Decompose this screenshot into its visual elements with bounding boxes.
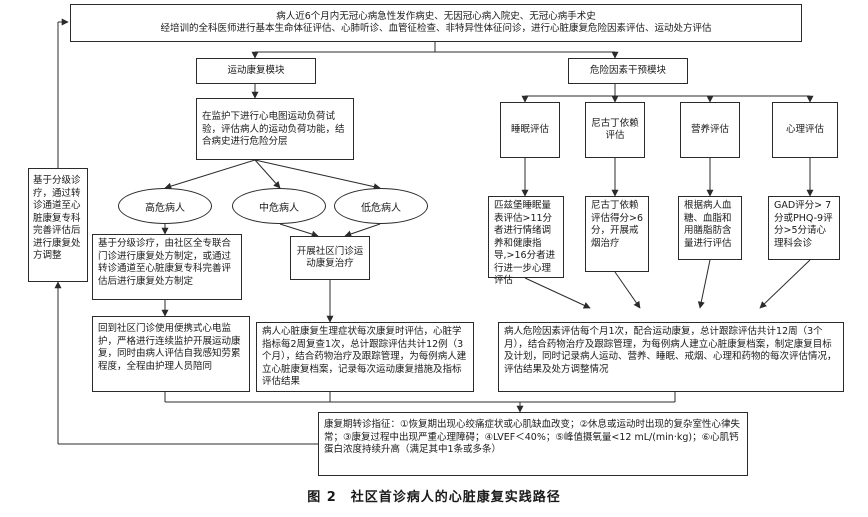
nutrition-assessment-box: 营养评估 <box>680 102 740 158</box>
monitoring-followup-box: 回到社区门诊使用便携式心电监护，严格进行连续监护开展运动康复，同时由病人评估自我… <box>92 316 250 392</box>
psychology-assessment-box: 心理评估 <box>772 102 838 158</box>
referral-indication-box: 康复期转诊指征：①恢复期出现心绞痛症状或心肌缺血改变；②休息或运动时出现的复杂室… <box>318 412 748 476</box>
risk-followup-box: 病人危险因素评估每个月1次，配合运动康复，总计跟踪评估共计12周（3个月），结合… <box>498 322 844 392</box>
exercise-followup-box: 病人心脏康复生理症状每次康复时评估，心脏学指标每2周复查1次，总计跟踪评估共计1… <box>256 322 474 392</box>
exercise-test-box: 在监护下进行心电图运动负荷试验，评估病人的运动负荷功能，结合病史进行危险分层 <box>196 98 354 160</box>
high-risk-ellipse: 高危病人 <box>118 188 212 224</box>
clinic-rehab-box: 开展社区门诊运动康复治疗 <box>290 236 370 280</box>
risk-module-box: 危险因素干预模块 <box>568 58 688 84</box>
exercise-module-box: 运动康复模块 <box>196 58 316 84</box>
low-risk-ellipse: 低危病人 <box>334 188 428 224</box>
sleep-detail-box: 匹兹堡睡眠量表评估>11分者进行情绪调养和健康指导,>16分者进行进一步心理评估 <box>488 196 564 286</box>
psychology-detail-box: GAD评分> 7分或PHQ-9评分>5分请心理科会诊 <box>768 196 840 260</box>
prescription-adjust-box: 基于分级诊疗，通过转诊通道至心脏康复专科完善评估后进行康复处方调整 <box>28 168 88 282</box>
sleep-assessment-box: 睡眠评估 <box>500 102 560 158</box>
eligibility-line2: 经培训的全科医师进行基本生命体征评估、心肺听诊、血管征检查、非特异性体征问诊，进… <box>160 23 712 34</box>
high-risk-action-box: 基于分级诊疗，由社区全专联合门诊进行康复处方制定，或通过转诊通道至心脏康复专科完… <box>92 234 242 300</box>
nicotine-assessment-box: 尼古丁依赖评估 <box>585 102 645 158</box>
eligibility-line1: 病人近6个月内无冠心病急性发作病史、无因冠心病入院史、无冠心病手术史 <box>276 10 596 22</box>
nutrition-detail-box: 根据病人血糖、血脂和用膳脂肪含量进行评估 <box>678 196 742 260</box>
figure-caption: 图 2 社区首诊病人的心脏康复实践路径 <box>307 490 561 505</box>
eligibility-box: 病人近6个月内无冠心病急性发作病史、无因冠心病入院史、无冠心病手术史 经培训的全… <box>70 4 802 42</box>
nicotine-detail-box: 尼古丁依赖评估得分>6分，开展戒烟治疗 <box>585 196 649 272</box>
mid-risk-ellipse: 中危病人 <box>232 188 326 224</box>
